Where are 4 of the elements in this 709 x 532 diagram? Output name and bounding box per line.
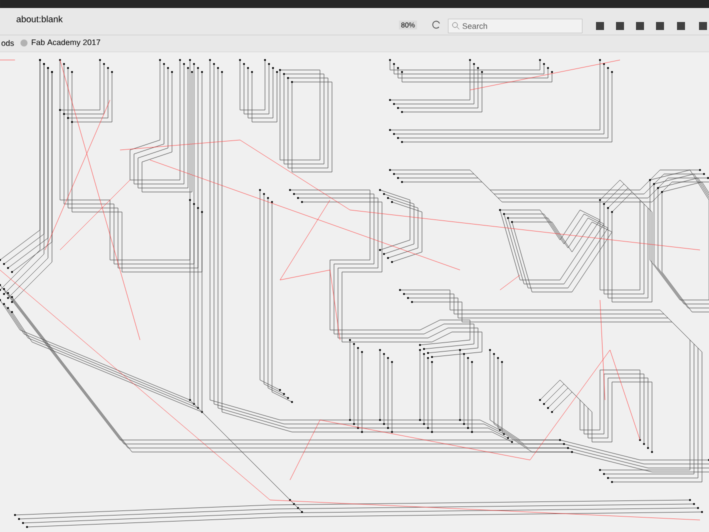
- bookmark-text: Fab Academy 2017: [32, 39, 100, 47]
- search-field: Search: [448, 18, 582, 34]
- bookmark-text: ods: [2, 40, 14, 46]
- address-text: about:blank: [16, 16, 63, 22]
